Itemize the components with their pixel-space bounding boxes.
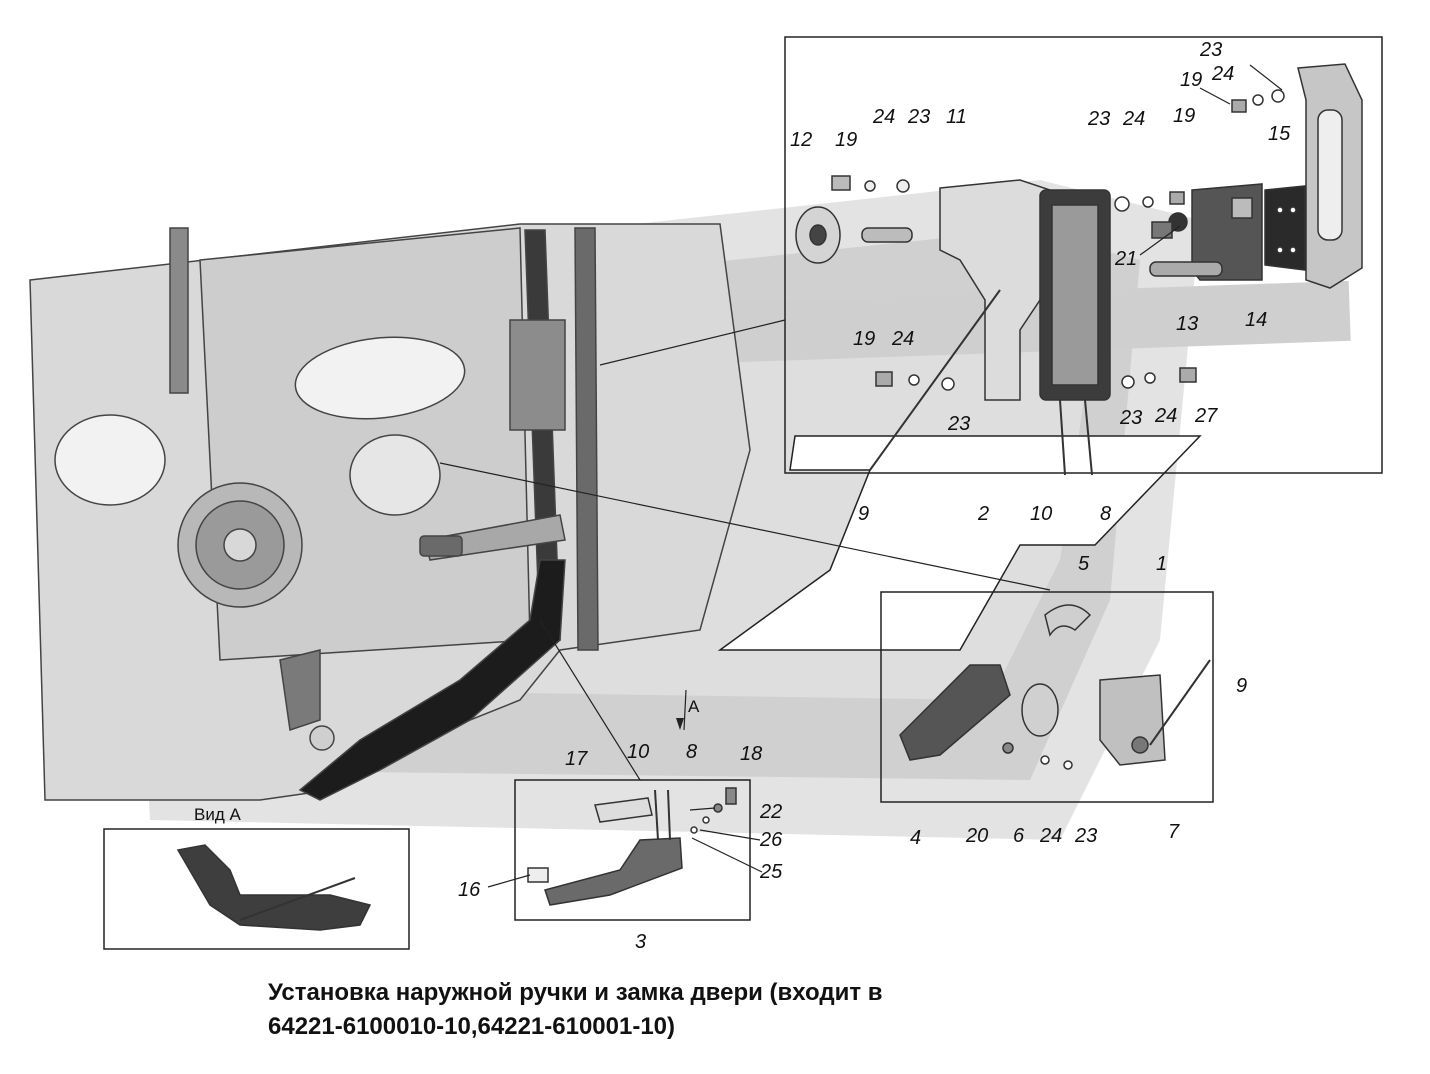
callout-5: 5	[1078, 553, 1090, 575]
callout-11: 11	[946, 106, 967, 128]
callout-24: 24	[1039, 825, 1062, 847]
watermark-letters	[717, 435, 1202, 651]
callout-4: 4	[910, 827, 921, 849]
callout-19: 19	[1180, 69, 1202, 91]
callout-26: 26	[759, 829, 783, 851]
callout-9: 9	[1236, 675, 1247, 697]
view-a-title: Вид А	[194, 805, 241, 824]
callout-27: 27	[1194, 405, 1218, 427]
caption-line-2: 64221-6100010-10,64221-610001-10)	[268, 1013, 676, 1040]
callout-15: 15	[1268, 123, 1291, 145]
callout-3: 3	[635, 931, 646, 953]
caption-line-1: Установка наружной ручки и замка двери (…	[268, 979, 883, 1006]
callout-14: 14	[1245, 309, 1267, 331]
callout-19: 19	[835, 129, 857, 151]
callout-18: 18	[740, 743, 762, 765]
callout-23: 23	[1074, 825, 1097, 847]
callout-8: 8	[1100, 503, 1111, 525]
view-a-arrow-label: А	[688, 697, 700, 716]
callout-7: 7	[1168, 821, 1180, 843]
handle-detail-frame	[880, 591, 1214, 803]
callout-24: 24	[872, 106, 895, 128]
callout-12: 12	[790, 129, 812, 151]
callout-9: 9	[858, 503, 869, 525]
callout-23: 23	[1119, 407, 1142, 429]
callout-23: 23	[1199, 39, 1222, 61]
callout-23: 23	[907, 106, 930, 128]
leader-lines	[439, 64, 1283, 888]
callout-10: 10	[627, 741, 649, 763]
callout-19: 19	[853, 328, 875, 350]
outer-handle-parts	[527, 787, 737, 906]
view-a-handle	[176, 844, 372, 931]
lock-detail-parts	[795, 63, 1363, 476]
diagram-caption: Установка наружной ручки и замка двери (…	[268, 976, 1168, 1044]
callout-8: 8	[686, 741, 697, 763]
callout-1: 1	[1156, 553, 1167, 575]
door-panel	[29, 223, 751, 801]
lock-detail-frame	[784, 36, 1383, 474]
callout-labels: 23 24 19 12 19 24 23 11 23 24 19 15 21 1…	[194, 39, 1291, 953]
callout-17: 17	[565, 748, 588, 770]
callout-24: 24	[1122, 108, 1145, 130]
callout-21: 21	[1114, 248, 1137, 270]
callout-16: 16	[458, 879, 481, 901]
callout-20: 20	[965, 825, 988, 847]
callout-23: 23	[947, 413, 970, 435]
callout-24: 24	[1154, 405, 1177, 427]
view-a-arrow-head	[676, 718, 684, 730]
callout-22: 22	[759, 801, 782, 823]
outer-handle-detail-frame	[514, 779, 751, 921]
callout-19: 19	[1173, 105, 1195, 127]
callout-13: 13	[1176, 313, 1198, 335]
callout-6: 6	[1013, 825, 1025, 847]
handle-detail-parts	[899, 604, 1211, 770]
callout-24: 24	[1211, 63, 1234, 85]
callout-10: 10	[1030, 503, 1052, 525]
callout-25: 25	[759, 861, 783, 883]
callout-2: 2	[977, 503, 989, 525]
callout-23: 23	[1087, 108, 1110, 130]
callout-24: 24	[891, 328, 914, 350]
view-a-frame	[103, 828, 410, 950]
